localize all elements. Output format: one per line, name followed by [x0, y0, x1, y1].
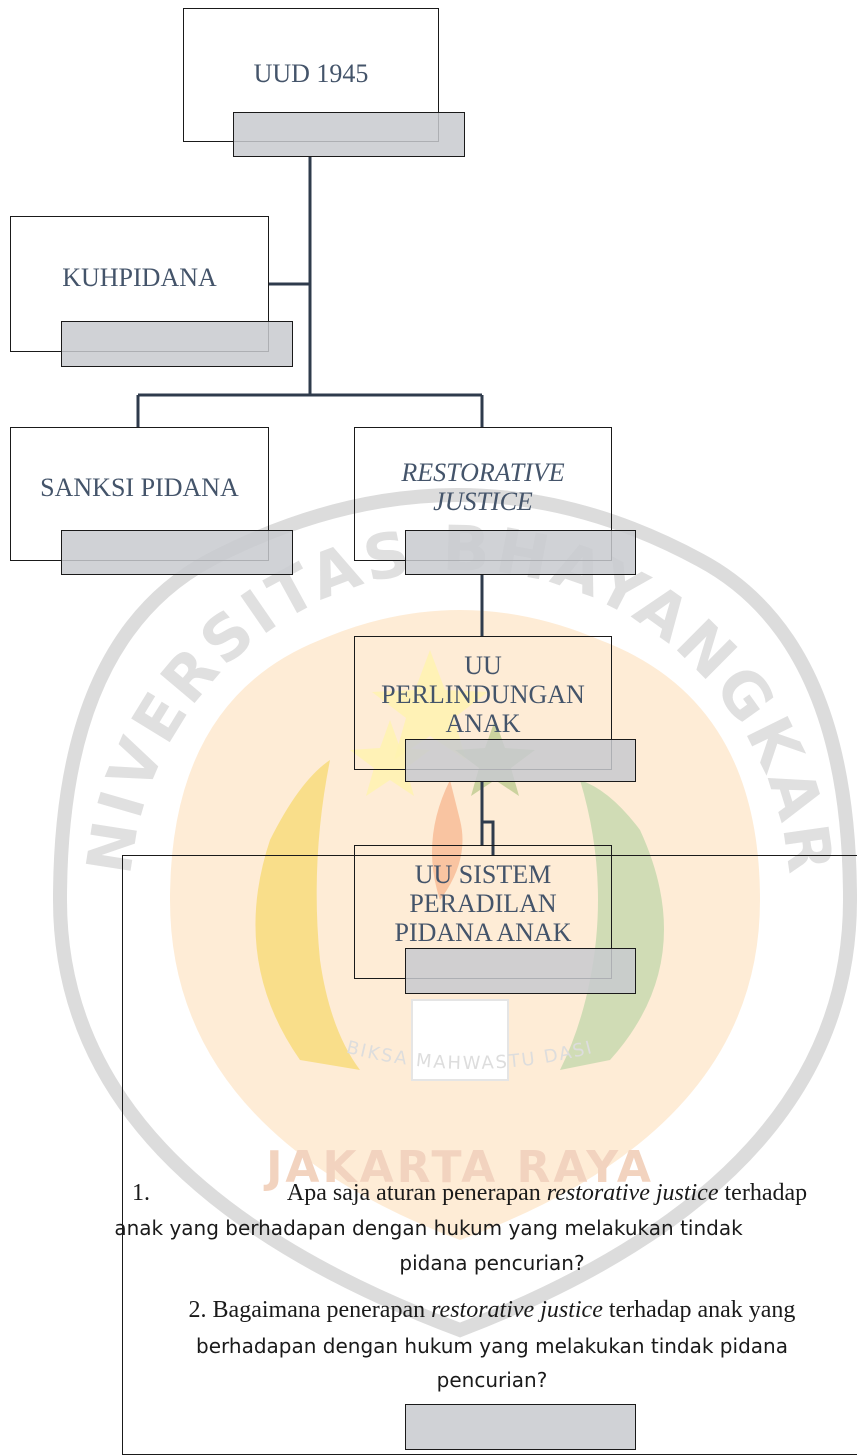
node-restorative-justice-label-1: RESTORATIVE [401, 458, 565, 487]
node-uu-perlindungan-anak-label-3: ANAK [445, 709, 521, 738]
seal-pedestal [411, 999, 509, 1081]
node-uu-sppa-tab [405, 948, 636, 994]
question-2-line-1: 2. Bagaimana penerapan restorative justi… [122, 1297, 857, 1324]
node-uud-1945-tab [233, 112, 465, 157]
question-1-text-a: Apa saja aturan penerapan [286, 1180, 547, 1206]
node-sanksi-pidana-label: SANKSI PIDANA [40, 473, 239, 502]
node-uu-perlindungan-anak-tab [405, 739, 636, 782]
question-2-text-a: 2. Bagaimana penerapan [188, 1297, 432, 1323]
node-sanksi-pidana: SANKSI PIDANA [10, 427, 269, 561]
seal-star-icon [372, 650, 488, 760]
seal-city-text: JAKARTA RAYA [263, 1142, 654, 1193]
question-2-line-2: berhadapan dengan hukum yang melakukan t… [196, 1334, 788, 1358]
node-restorative-justice: RESTORATIVE JUSTICE [354, 427, 612, 561]
node-uu-sppa-label-2: PERADILAN [409, 889, 557, 918]
node-kuhpidana-label: KUHPIDANA [62, 263, 217, 292]
node-uu-perlindungan-anak-label-2: PERLINDUNGAN [381, 680, 585, 709]
question-2-text-b: terhadap anak yang [602, 1297, 796, 1323]
research-questions-tab [405, 1404, 636, 1450]
node-uu-sppa-label-1: UU SISTEM [414, 860, 552, 889]
question-2-line-3: pencurian? [436, 1368, 548, 1392]
seal-star-icon-2 [350, 720, 430, 796]
question-1-line-2: anak yang berhadapan dengan hukum yang m… [114, 1216, 743, 1240]
seal-flame-icon [432, 780, 463, 900]
question-1-line-1: 1. Apa saja aturan penerapan restorative… [122, 1180, 857, 1207]
research-questions-box [122, 855, 857, 1455]
seal-wheat-icon [255, 760, 360, 1070]
node-uu-sppa-label-3: PIDANA ANAK [394, 918, 572, 947]
node-restorative-justice-label-2: JUSTICE [433, 487, 533, 516]
question-1-emphasis: restorative justice [546, 1180, 719, 1206]
question-2-emphasis: restorative justice [431, 1297, 603, 1323]
connector-uusppa-questions [480, 795, 495, 855]
node-kuhpidana-tab [61, 321, 293, 367]
seal-cotton-icon [560, 780, 664, 1070]
node-uu-perlindungan-anak-label-1: UU [464, 651, 502, 680]
node-sanksi-pidana-tab [61, 530, 293, 575]
node-restorative-justice-tab [405, 530, 636, 575]
node-uud-1945-label: UUD 1945 [253, 59, 369, 88]
node-uu-perlindungan-anak: UU PERLINDUNGAN ANAK [354, 636, 612, 770]
question-1-number: 1. [132, 1180, 150, 1206]
question-1-line-3: pidana pencurian? [399, 1251, 585, 1275]
question-1-text-b: terhadap [718, 1180, 808, 1206]
node-kuhpidana: KUHPIDANA [10, 216, 269, 352]
